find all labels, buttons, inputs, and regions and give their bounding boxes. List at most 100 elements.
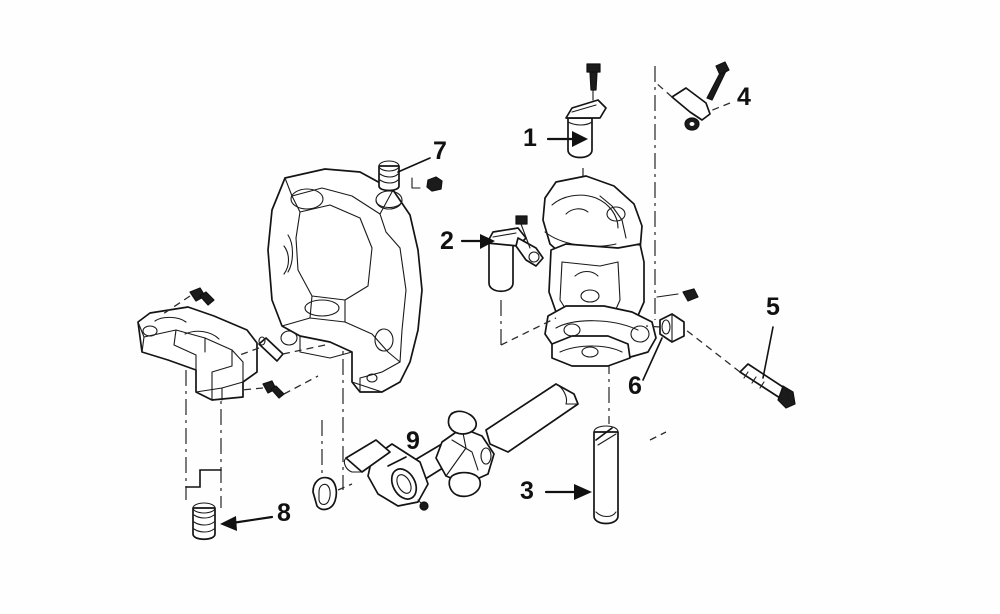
driveshaft-yoke-bore-inner	[396, 474, 412, 494]
vertical-pivot-pin-top-cut-2	[597, 433, 617, 446]
yoke-side-fastener	[411, 176, 443, 192]
yoke-side-fastener-body	[426, 176, 443, 192]
knuckle-upper-boss	[606, 206, 626, 222]
dashed-ring-to-axis	[337, 483, 353, 491]
threaded-stud-bolt-thread-3	[759, 381, 765, 389]
leader-callout-5	[762, 326, 774, 379]
callout-label-4: 4	[737, 83, 751, 111]
lower-king-pin-head-detail	[492, 232, 517, 238]
yoke-top-cap	[378, 160, 400, 192]
arrowhead-callout-3	[574, 484, 592, 500]
vertical-pivot-pin-body	[593, 431, 619, 525]
lower-king-pin-bolt-shank	[520, 223, 531, 249]
yoke-lower-foot-2	[359, 361, 401, 393]
universal-joint-bearing	[480, 447, 492, 465]
small-link-pin-body	[671, 87, 711, 121]
dashed-bolt-a-to-yoke	[283, 375, 319, 395]
upper-king-pin-bolt	[586, 63, 601, 101]
yoke-lower-hole-left	[280, 330, 298, 346]
centerline-bracket-jog	[185, 469, 222, 488]
callout-label-8: 8	[277, 499, 291, 527]
dashed-dowel-to-yoke	[282, 343, 331, 355]
threaded-plug-top	[192, 502, 216, 514]
knuckle-mid-hole	[580, 289, 600, 303]
driveshaft-yoke-end	[367, 443, 429, 507]
left-bracket-edge-3	[173, 329, 197, 371]
callout-label-7: 7	[433, 137, 447, 165]
knuckle-bottom-detail	[559, 345, 623, 353]
main-yoke-casting	[267, 168, 423, 393]
bushing-sleeve	[659, 313, 685, 343]
leader-callout-8	[230, 515, 274, 525]
yoke-top-arm	[284, 177, 394, 215]
callout-leaders	[220, 102, 774, 531]
universal-joint-detail-1	[451, 439, 479, 471]
knuckle-side-bolt-head	[682, 288, 699, 302]
yoke-left-edge-detail	[287, 234, 294, 273]
retainer-ring-body	[312, 476, 338, 511]
yoke-left-edge-detail-2	[283, 245, 290, 275]
callout-label-3: 3	[520, 477, 534, 505]
assembly-dashed-leaders	[159, 81, 741, 491]
bushing-sleeve-face	[661, 319, 671, 335]
dashed-dowel-to-bracket	[236, 347, 260, 357]
lower-king-pin	[486, 227, 544, 293]
yoke-upper-left-socket	[290, 188, 324, 210]
knuckle-side-bolt	[656, 288, 699, 302]
leader-callout-6	[642, 337, 663, 381]
yoke-top-cap-top	[378, 160, 400, 172]
threaded-stud-bolt-thread-1	[743, 371, 749, 379]
threaded-plug-thread-2	[193, 521, 215, 526]
yoke-top-arm-inner	[291, 195, 301, 213]
small-bolt-a-shank	[270, 385, 285, 399]
upper-king-pin-head	[565, 99, 607, 119]
upper-king-pin-lip	[567, 121, 593, 126]
knuckle-side-bolt-leader	[656, 293, 679, 298]
yoke-lower-flange	[299, 335, 353, 359]
leader-callout-4	[709, 102, 731, 112]
small-link-pin	[671, 61, 730, 131]
universal-joint-cap-top	[447, 410, 477, 435]
small-link-pin-washer-hole	[689, 122, 695, 126]
lower-king-pin-bolt	[515, 215, 531, 249]
yoke-outer-body	[267, 168, 423, 393]
upper-king-pin-bolt-head	[586, 63, 601, 73]
small-bolt-a	[262, 380, 285, 399]
vertical-pivot-pin	[593, 425, 619, 525]
knuckle-bottom-hole	[581, 346, 599, 358]
dashed-bushing-to-knuckle	[645, 325, 661, 328]
driveshaft-grease-stem	[417, 499, 423, 505]
threaded-plug-thread-1	[193, 514, 215, 519]
threaded-stud-bolt-nut	[777, 385, 796, 409]
callout-numbers: 1 2 3 4 5 6 7 8 9	[277, 83, 780, 527]
yoke-top-cap-ridge-1	[379, 173, 399, 178]
yoke-top-arm-inner-2	[379, 213, 401, 249]
threaded-stud-bolt-thread-2	[751, 376, 757, 384]
driveshaft-stub	[345, 439, 391, 473]
arrowhead-callout-1	[572, 131, 588, 147]
left-bracket-casting	[137, 306, 258, 401]
universal-joint-driveshaft	[343, 383, 579, 511]
dowel-pin-body	[258, 337, 284, 362]
small-bolt-b-shank	[199, 291, 215, 306]
universal-joint-cap-bottom	[448, 471, 482, 498]
callout-label-6: 6	[628, 372, 642, 400]
callout-label-2: 2	[440, 227, 454, 255]
threaded-stud-bolt-body	[739, 363, 787, 399]
leader-callout-9	[387, 456, 407, 467]
yoke-mid-rib	[281, 317, 401, 363]
dowel-pin	[258, 336, 284, 362]
yoke-inner-window-upper	[295, 204, 373, 301]
steering-knuckle-casting	[542, 175, 657, 367]
driveshaft-stub-end	[343, 457, 363, 473]
callout-label-9: 9	[406, 427, 420, 455]
dashed-bolt-b-to-bracket	[159, 295, 191, 317]
knuckle-upper-detail-3	[599, 195, 627, 239]
knuckle-mid-detail-2	[574, 270, 599, 277]
knuckle-mid-detail-1	[561, 261, 619, 267]
upper-king-pin	[565, 99, 607, 159]
upper-king-pin-head-detail	[571, 104, 597, 113]
knuckle-upper-detail-2	[565, 208, 589, 215]
yoke-center-boss	[304, 299, 340, 317]
